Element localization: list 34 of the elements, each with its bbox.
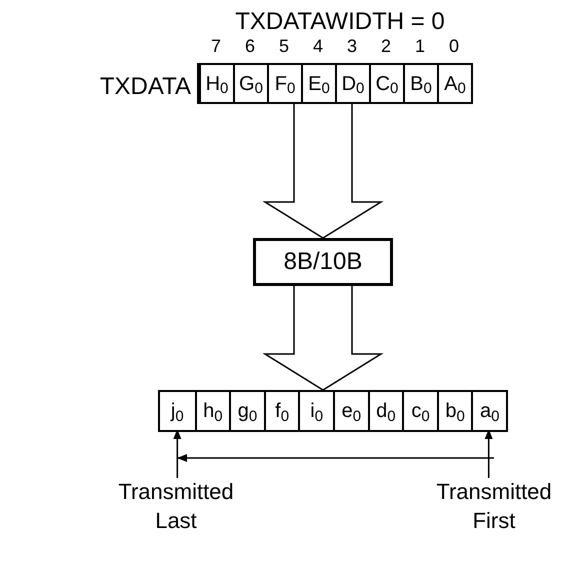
bit-cell: G$_{0}$ (233, 65, 267, 102)
bit-number: 1 (414, 37, 426, 55)
bit-cell: b$_{0}$ (436, 392, 472, 430)
bit-cell: j$_{0}$ (160, 392, 195, 430)
bit-number: 4 (312, 37, 324, 55)
bit-number: 7 (210, 37, 222, 55)
bit-cell: f$_{0}$ (264, 392, 298, 430)
text-label: Transmitted Last (117, 478, 235, 535)
bit-cell: a$_{0}$ (471, 392, 506, 430)
bit-cell: g$_{0}$ (229, 392, 264, 430)
bit-cell: F$_{0}$ (267, 65, 301, 102)
register-box (158, 390, 508, 432)
bit-cell: A$_{0}$ (437, 65, 471, 102)
bit-number: 0 (448, 37, 460, 55)
bit-cell: c$_{0}$ (402, 392, 437, 430)
bit-number: 5 (278, 37, 290, 55)
bit-cell: H$_{0}$ (199, 65, 233, 102)
bit-cell: i$_{0}$ (298, 392, 333, 430)
bit-cell: d$_{0}$ (368, 392, 402, 430)
text-label: Transmitted First (435, 478, 553, 535)
bit-cell: B$_{0}$ (403, 65, 437, 102)
bit-number: 2 (380, 37, 392, 55)
block-arrow (262, 285, 384, 391)
bit-number: 3 (346, 37, 358, 55)
bit-cell: D$_{0}$ (335, 65, 369, 102)
bit-cell: C$_{0}$ (369, 65, 403, 102)
process-box: 8B/10B (253, 238, 393, 286)
register-label: TXDATA (100, 75, 191, 99)
bit-number: 6 (244, 37, 256, 55)
block-arrow (262, 103, 384, 239)
bit-cell: e$_{0}$ (333, 392, 368, 430)
title: TXDATAWIDTH = 0 (234, 7, 446, 37)
bit-cell: E$_{0}$ (301, 65, 335, 102)
bit-cell: h$_{0}$ (194, 392, 230, 430)
